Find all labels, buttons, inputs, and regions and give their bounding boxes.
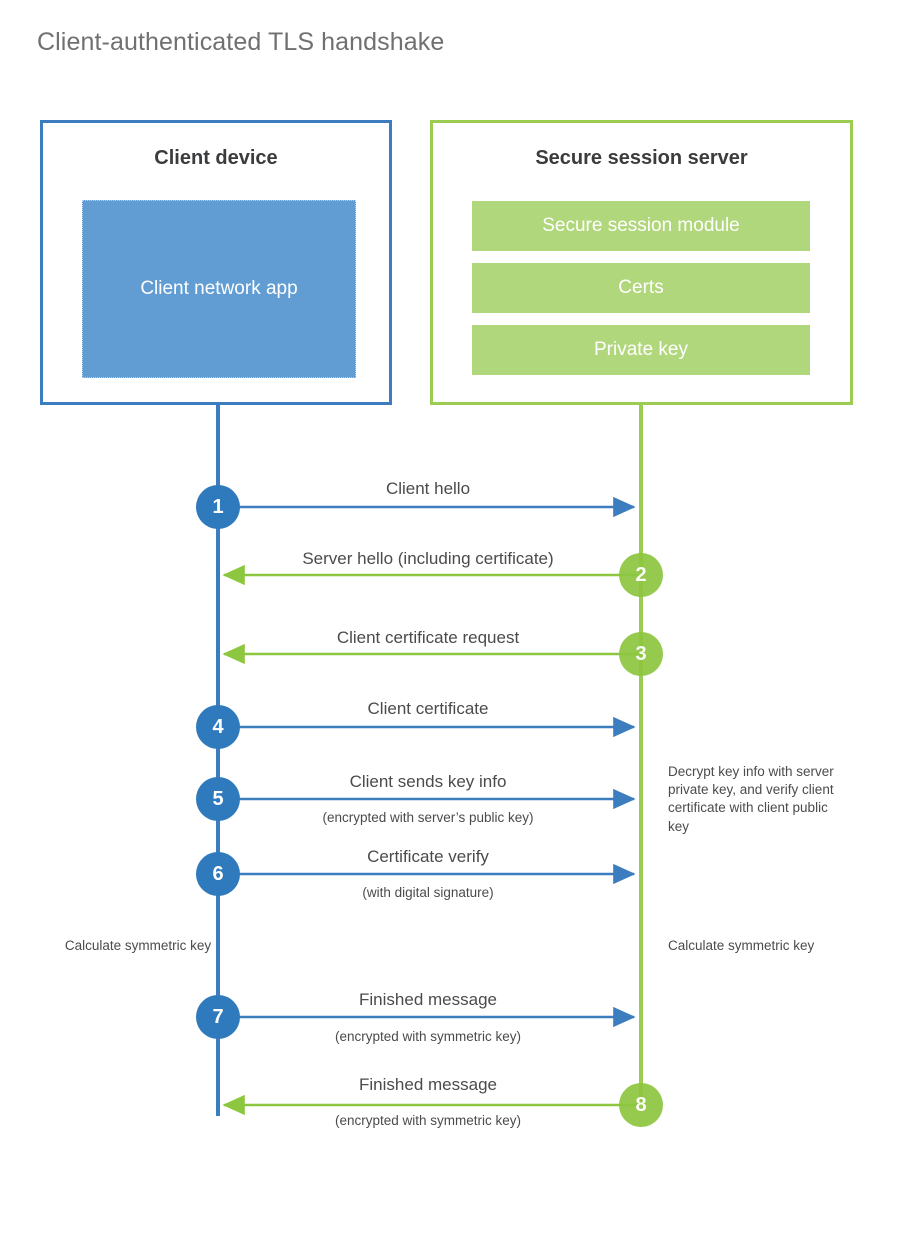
step-circle-5[interactable]: 5: [196, 777, 240, 821]
message-sublabel-8: (encrypted with symmetric key): [334, 1113, 522, 1128]
message-label-4: Client certificate: [367, 699, 489, 718]
secure-session-server-title: Secure session server: [535, 147, 748, 169]
step-circle-4[interactable]: 4: [196, 705, 240, 749]
step-circle-7[interactable]: 7: [196, 995, 240, 1039]
server-block-private-key: Private key: [472, 325, 810, 375]
note-client-calculate-symmetric-key: Calculate symmetric key: [64, 938, 212, 953]
step-circle-1[interactable]: 1: [196, 485, 240, 529]
message-sublabel-7: (encrypted with symmetric key): [334, 1029, 522, 1044]
message-label-5: Client sends key info: [349, 772, 507, 791]
page-title: Client-authenticated TLS handshake: [37, 28, 445, 56]
client-device-box: Client device Client network app: [40, 120, 392, 405]
step-circle-6[interactable]: 6: [196, 852, 240, 896]
client-device-title: Client device: [154, 147, 278, 169]
client-network-app-panel: Client network app: [82, 200, 356, 378]
message-label-7: Finished message: [359, 990, 497, 1009]
message-label-3: Client certificate request: [336, 628, 520, 647]
message-label-8: Finished message: [359, 1075, 497, 1094]
server-block-certs: Certs: [472, 263, 810, 313]
note-server-decrypt: Decrypt key info with server private key…: [668, 764, 834, 834]
client-lifeline: [216, 404, 220, 1116]
message-label-1: Client hello: [385, 479, 471, 498]
step-circle-3[interactable]: 3: [619, 632, 663, 676]
message-sublabel-5: (encrypted with server’s public key): [322, 810, 534, 825]
step-circle-8[interactable]: 8: [619, 1083, 663, 1127]
step-circle-2[interactable]: 2: [619, 553, 663, 597]
message-label-6: Certificate verify: [367, 847, 489, 866]
message-sublabel-6: (with digital signature): [362, 885, 494, 900]
note-server-calculate-symmetric-key: Calculate symmetric key: [668, 938, 815, 953]
server-block-secure-session-module: Secure session module: [472, 201, 810, 251]
server-lifeline: [639, 404, 643, 1105]
secure-session-server-box: Secure session server Secure session mod…: [430, 120, 853, 405]
message-label-2: Server hello (including certificate): [302, 549, 554, 568]
